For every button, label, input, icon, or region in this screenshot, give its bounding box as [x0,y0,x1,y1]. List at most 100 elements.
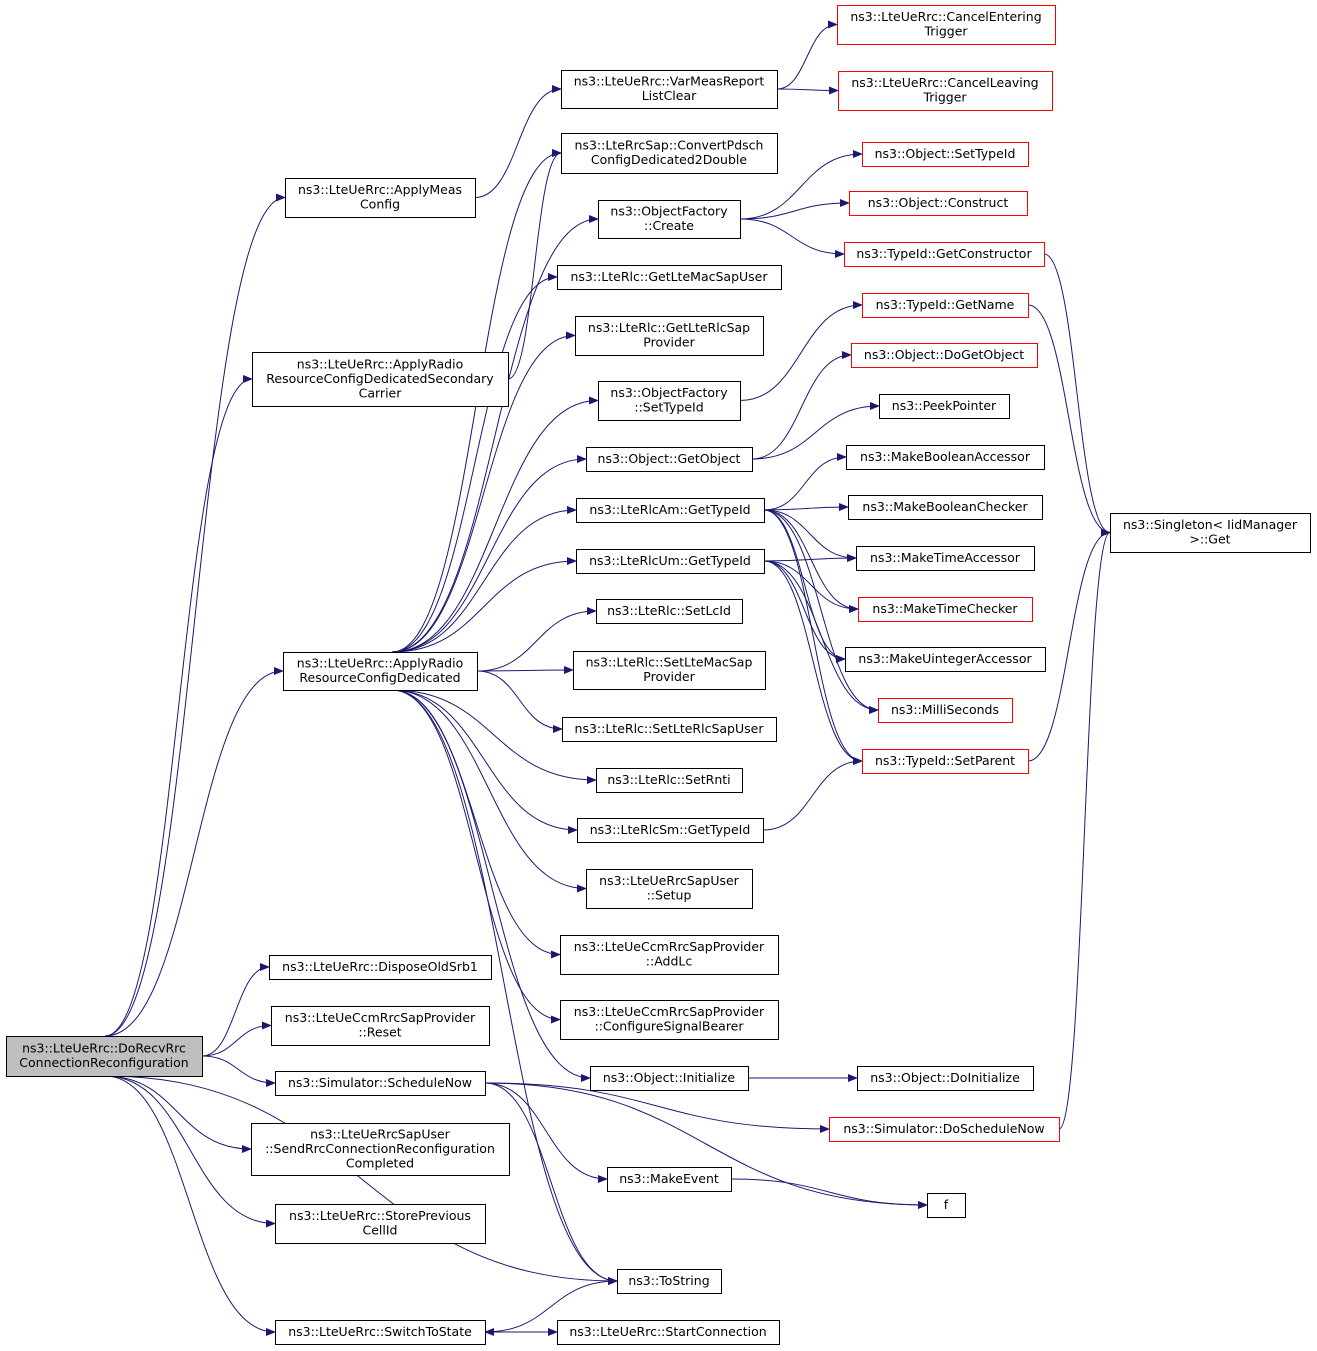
edge-apply-ded-to-obj-get-object [391,455,587,653]
node-obj-do-init[interactable]: ns3::Object::DoInitialize [857,1066,1034,1091]
node-mk-bool-acc[interactable]: ns3::MakeBooleanAccessor [846,445,1045,470]
node-label: ns3::Object::GetObject [598,451,741,466]
node-obj-construct[interactable]: ns3::Object::Construct [849,191,1028,216]
edge-root-to-switch-state [104,1075,276,1336]
node-box [283,652,478,691]
node-label: ResourceConfigDedicated [299,670,460,685]
node-label: ns3::MakeBooleanChecker [862,499,1028,514]
node-label: ns3::Object::DoGetObject [864,347,1024,362]
node-box [560,1000,779,1040]
node-box [856,546,1035,571]
node-set-rnti[interactable]: ns3::LteRlc::SetRnti [596,768,743,793]
node-label: Provider [643,669,695,684]
node-box [576,549,765,574]
node-label: ns3::LteUeRrc::ApplyRadio [297,656,463,671]
node-rlc-am-get-tid[interactable]: ns3::LteRlcAm::GetTypeId [576,498,765,523]
edge-apply-ded-to-obj-init [391,689,591,1082]
node-apply-sec[interactable]: ns3::LteUeRrc::ApplyRadioResourceConfigD… [252,352,509,407]
node-rlc-sm-get-tid[interactable]: ns3::LteRlcSm::GetTypeId [577,818,764,843]
node-mk-time-acc[interactable]: ns3::MakeTimeAccessor [856,546,1035,571]
node-singleton-get[interactable]: ns3::Singleton< IidManager>::Get [1110,513,1311,553]
node-make-event[interactable]: ns3::MakeEvent [607,1167,732,1192]
edge-apply-ded-to-set-rlc-sap-user [476,670,563,733]
node-box [275,1071,486,1096]
node-label: ns3::LteUeRrc::DisposeOldSrb1 [282,959,478,974]
node-mk-time-chk[interactable]: ns3::MakeTimeChecker [858,597,1033,622]
node-label: ns3::LteUeRrc::StorePrevious [289,1208,471,1223]
node-ccm-add-lc[interactable]: ns3::LteUeCcmRrcSapProvider::AddLc [560,935,779,975]
node-box [845,647,1046,672]
node-switch-state[interactable]: ns3::LteUeRrc::SwitchToState [275,1320,486,1345]
node-set-lc-id[interactable]: ns3::LteRlc::SetLcId [596,599,743,624]
node-obj-init[interactable]: ns3::Object::Initialize [590,1066,749,1091]
node-get-mac-sap-user[interactable]: ns3::LteRlc::GetLteMacSapUser [557,265,782,290]
node-sap-user-setup[interactable]: ns3::LteUeRrcSapUser::Setup [586,869,753,909]
node-sim-do-sched[interactable]: ns3::Simulator::DoScheduleNow [829,1117,1060,1142]
edge-root-to-apply-meas [104,193,286,1037]
node-of-set-type-id[interactable]: ns3::ObjectFactory::SetTypeId [598,381,741,421]
node-send-completed[interactable]: ns3::LteUeRrcSapUser::SendRrcConnectionR… [251,1123,510,1176]
node-to-string[interactable]: ns3::ToString [617,1269,722,1294]
node-label: ns3::TypeId::SetParent [875,753,1015,768]
node-box [586,869,753,909]
node-label: CellId [363,1223,398,1238]
edge-switch-state-to-to-string [484,1277,618,1333]
node-label: ::ConfigureSignalBearer [594,1019,744,1034]
edge-sched-now-to-make-event [484,1082,608,1183]
edge-rlc-am-get-tid-to-milli-sec [763,509,879,714]
node-label: ns3::ObjectFactory [610,204,728,219]
node-label: ns3::LteUeRrc::StartConnection [569,1324,766,1339]
node-box [844,242,1045,267]
node-label: ns3::TypeId::GetName [876,297,1015,312]
edge-sched-now-to-to-string [484,1082,618,1285]
edge-of-create-to-tid-get-ctor [739,218,845,258]
node-obj-set-tid[interactable]: ns3::Object::SetTypeId [862,142,1029,167]
node-tid-get-ctor[interactable]: ns3::TypeId::GetConstructor [844,242,1045,267]
node-obj-get-object[interactable]: ns3::Object::GetObject [586,447,753,472]
node-apply-ded[interactable]: ns3::LteUeRrc::ApplyRadioResourceConfigD… [283,652,478,691]
edge-apply-meas-to-var-meas [474,85,562,198]
edge-tid-get-ctor-to-singleton-get [1043,253,1111,537]
node-set-rlc-sap-user[interactable]: ns3::LteRlc::SetLteRlcSapUser [562,717,777,742]
edge-obj-get-object-to-peek-ptr [751,402,880,460]
node-label: ns3::LteUeCcmRrcSapProvider [285,1010,476,1025]
node-ccm-conf-sig[interactable]: ns3::LteUeCcmRrcSapProvider::ConfigureSi… [560,1000,779,1040]
edge-apply-ded-to-to-string [391,689,618,1285]
edge-rlc-am-get-tid-to-mk-time-acc [763,509,857,562]
node-label: ns3::Object::SetTypeId [875,146,1016,161]
node-mk-uint-acc[interactable]: ns3::MakeUintegerAccessor [845,647,1046,672]
node-ccm-reset[interactable]: ns3::LteUeCcmRrcSapProvider::Reset [271,1006,490,1046]
node-of-create[interactable]: ns3::ObjectFactory::Create [598,200,741,239]
edges-layer [104,20,1111,1336]
node-label: ::SetTypeId [634,400,703,415]
node-tid-get-name[interactable]: ns3::TypeId::GetName [862,293,1029,318]
node-start-conn[interactable]: ns3::LteUeRrc::StartConnection [557,1320,780,1345]
node-box [562,717,777,742]
edge-rlc-am-get-tid-to-tid-set-parent [763,509,863,765]
node-root[interactable]: ns3::LteUeRrc::DoRecvRrcConnectionReconf… [6,1036,203,1077]
node-label: ns3::ObjectFactory [610,385,728,400]
edge-make-event-to-f-func [730,1178,928,1209]
edge-tid-get-name-to-singleton-get [1027,304,1111,537]
node-tid-set-parent[interactable]: ns3::TypeId::SetParent [862,749,1029,774]
node-mk-bool-chk[interactable]: ns3::MakeBooleanChecker [848,495,1043,520]
edge-rlc-am-get-tid-to-mk-bool-chk [763,503,849,512]
node-f-func[interactable]: f [927,1193,966,1218]
node-peek-ptr[interactable]: ns3::PeekPointer [879,394,1010,419]
node-label: ns3::MakeUintegerAccessor [858,651,1032,666]
node-obj-do-get-obj[interactable]: ns3::Object::DoGetObject [851,343,1038,368]
edge-of-create-to-obj-set-tid [739,150,863,220]
node-rlc-um-get-tid[interactable]: ns3::LteRlcUm::GetTypeId [576,549,765,574]
node-convert-pdsch[interactable]: ns3::LteRrcSap::ConvertPdschConfigDedica… [561,133,778,174]
node-sched-now[interactable]: ns3::Simulator::ScheduleNow [275,1071,486,1096]
node-dispose-old[interactable]: ns3::LteUeRrc::DisposeOldSrb1 [269,955,492,980]
edge-root-to-sched-now [201,1055,276,1087]
node-milli-sec[interactable]: ns3::MilliSeconds [878,698,1013,723]
